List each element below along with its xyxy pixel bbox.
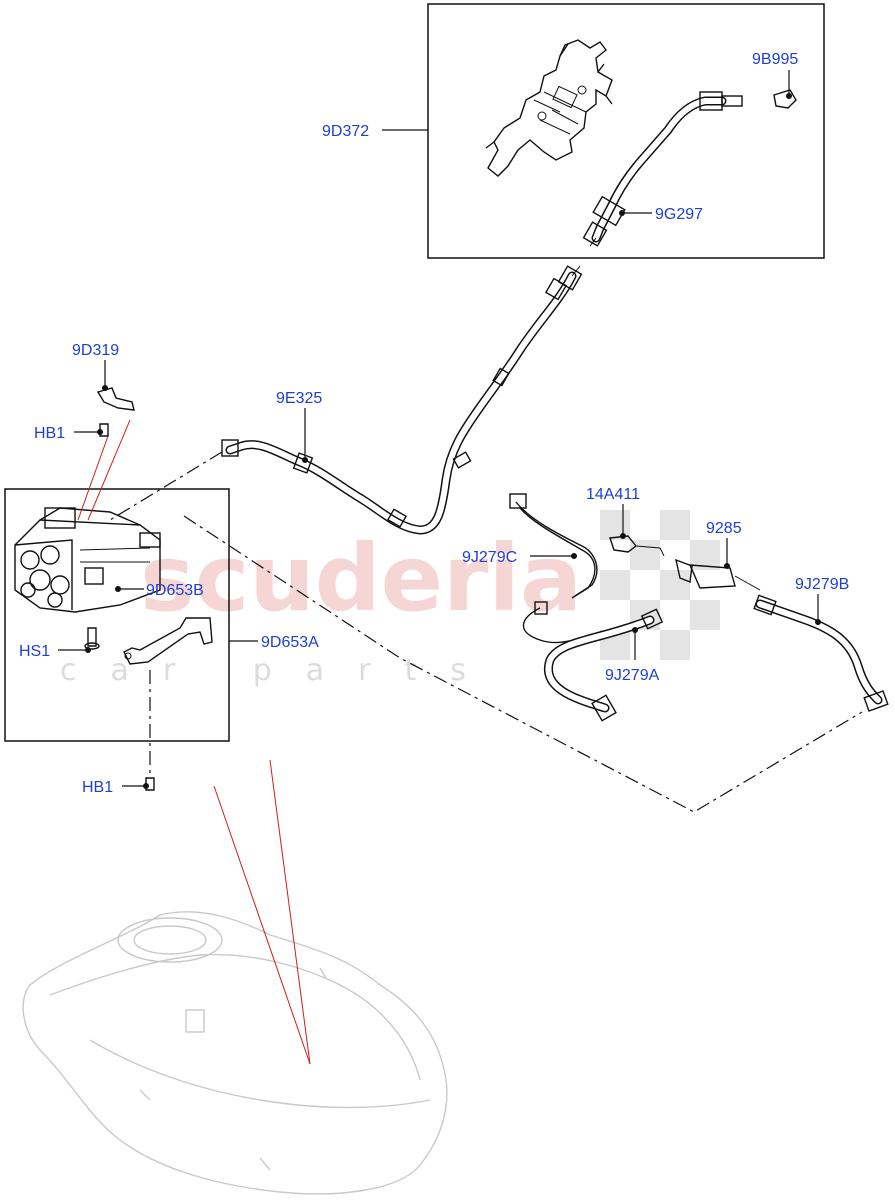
label-9d653a: 9D653A	[261, 634, 319, 651]
label-9j279b: 9J279B	[795, 576, 849, 593]
label-hb1-top: HB1	[34, 425, 65, 442]
watermark: scuderia car parts	[60, 510, 720, 688]
label-9285: 9285	[706, 520, 742, 537]
red-guide-lines	[77, 419, 311, 1065]
label-9d319: 9D319	[72, 342, 119, 359]
label-9j279c: 9J279C	[462, 549, 517, 566]
fuel-tank	[22, 911, 448, 1195]
watermark-main: scuderia	[140, 525, 582, 632]
label-hb1-bottom: HB1	[82, 779, 113, 796]
clip-9d319	[96, 387, 135, 411]
label-9d653b: 9D653B	[146, 582, 204, 599]
reference-lines	[109, 451, 863, 813]
detail-box-canister	[4, 488, 230, 742]
carbon-canister	[14, 507, 161, 613]
label-9b995: 9B995	[752, 51, 798, 68]
label-hs1: HS1	[19, 643, 50, 660]
callout-labels: 9B995 9D372 9G297 9D319 HB1 9E325 14A411…	[19, 51, 849, 796]
watermark-checker	[600, 510, 720, 660]
label-14a411: 14A411	[586, 486, 640, 503]
hose-9e325	[221, 89, 797, 535]
label-9j279a: 9J279A	[605, 667, 660, 684]
label-9d372: 9D372	[322, 123, 369, 140]
vapor-tubes	[509, 493, 889, 722]
label-9g297: 9G297	[655, 206, 703, 223]
label-9e325: 9E325	[276, 390, 322, 407]
detail-box-top	[427, 3, 825, 259]
bracket-9d372	[485, 39, 613, 177]
bracket-9d653a	[123, 617, 213, 665]
leaders	[58, 70, 821, 789]
